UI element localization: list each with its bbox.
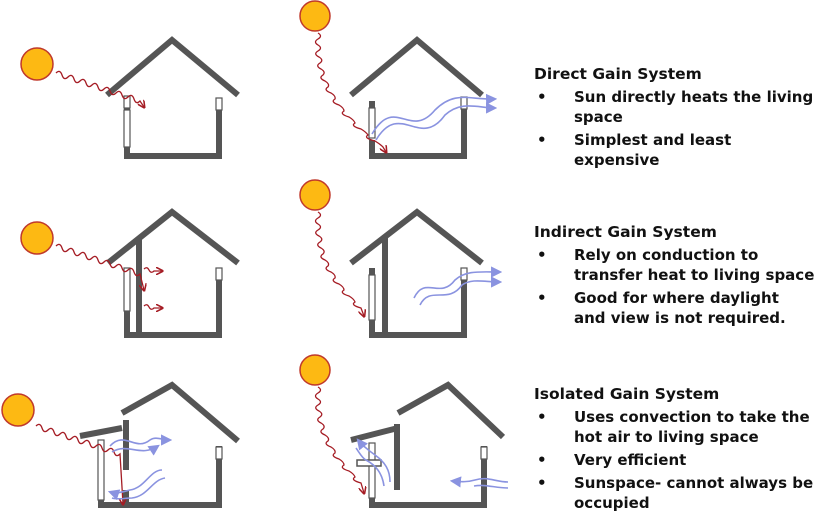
air-flow-arrow-icon (107, 434, 173, 501)
bullet-item: Very efficient (534, 450, 815, 470)
bullet-item: Sun directly heats the living space (534, 87, 815, 127)
window-icon (368, 96, 468, 139)
house-icon (350, 381, 506, 508)
sun-icon (20, 47, 54, 81)
heat-ray-icon (314, 211, 365, 316)
window-icon (123, 267, 223, 312)
heat-ray-icon (314, 386, 365, 493)
sun-icon (20, 221, 54, 255)
heat-ray-icon (55, 70, 144, 107)
sun-icon (299, 179, 331, 211)
system-title: Direct Gain System (534, 65, 702, 83)
system-title: Indirect Gain System (534, 223, 717, 241)
heat-ray-icon (55, 243, 144, 290)
house-icon (349, 208, 484, 338)
vent-icon (356, 459, 382, 467)
bullet-list: Sun directly heats the living space Simp… (534, 87, 815, 170)
bullet-item: Uses convection to take the hot air to l… (534, 407, 815, 447)
system-title: Isolated Gain System (534, 385, 720, 403)
window-icon (97, 439, 223, 501)
heat-ray-icon (35, 423, 123, 504)
house-icon (79, 381, 240, 508)
bullet-item: Rely on conduction to transfer heat to l… (534, 245, 815, 285)
bullet-item: Simplest and least expensive (534, 130, 815, 170)
air-flow-arrow-icon (371, 93, 498, 141)
window-icon (368, 442, 488, 499)
heat-ray-icon (143, 304, 162, 310)
heat-ray-icon (314, 32, 387, 152)
direct-gain-system: Direct Gain System Sun directly heats th… (534, 64, 815, 170)
bullet-item: Good for where daylight and view is not … (534, 288, 815, 328)
indirect-gain-system: Indirect Gain System Rely on conduction … (534, 222, 815, 328)
bullet-list: Rely on conduction to transfer heat to l… (534, 245, 815, 328)
air-flow-arrow-icon (413, 266, 503, 306)
bullet-item: Sunspace- cannot always be occupied (534, 473, 815, 513)
bullet-list: Uses convection to take the hot air to l… (534, 407, 815, 513)
heat-ray-icon (143, 267, 162, 273)
air-flow-arrow-icon (355, 438, 509, 489)
isolated-gain-system: Isolated Gain System Uses convection to … (534, 384, 815, 513)
sun-icon (299, 354, 331, 386)
sun-icon (1, 393, 35, 427)
window-icon (123, 95, 223, 148)
sun-icon (299, 0, 331, 32)
